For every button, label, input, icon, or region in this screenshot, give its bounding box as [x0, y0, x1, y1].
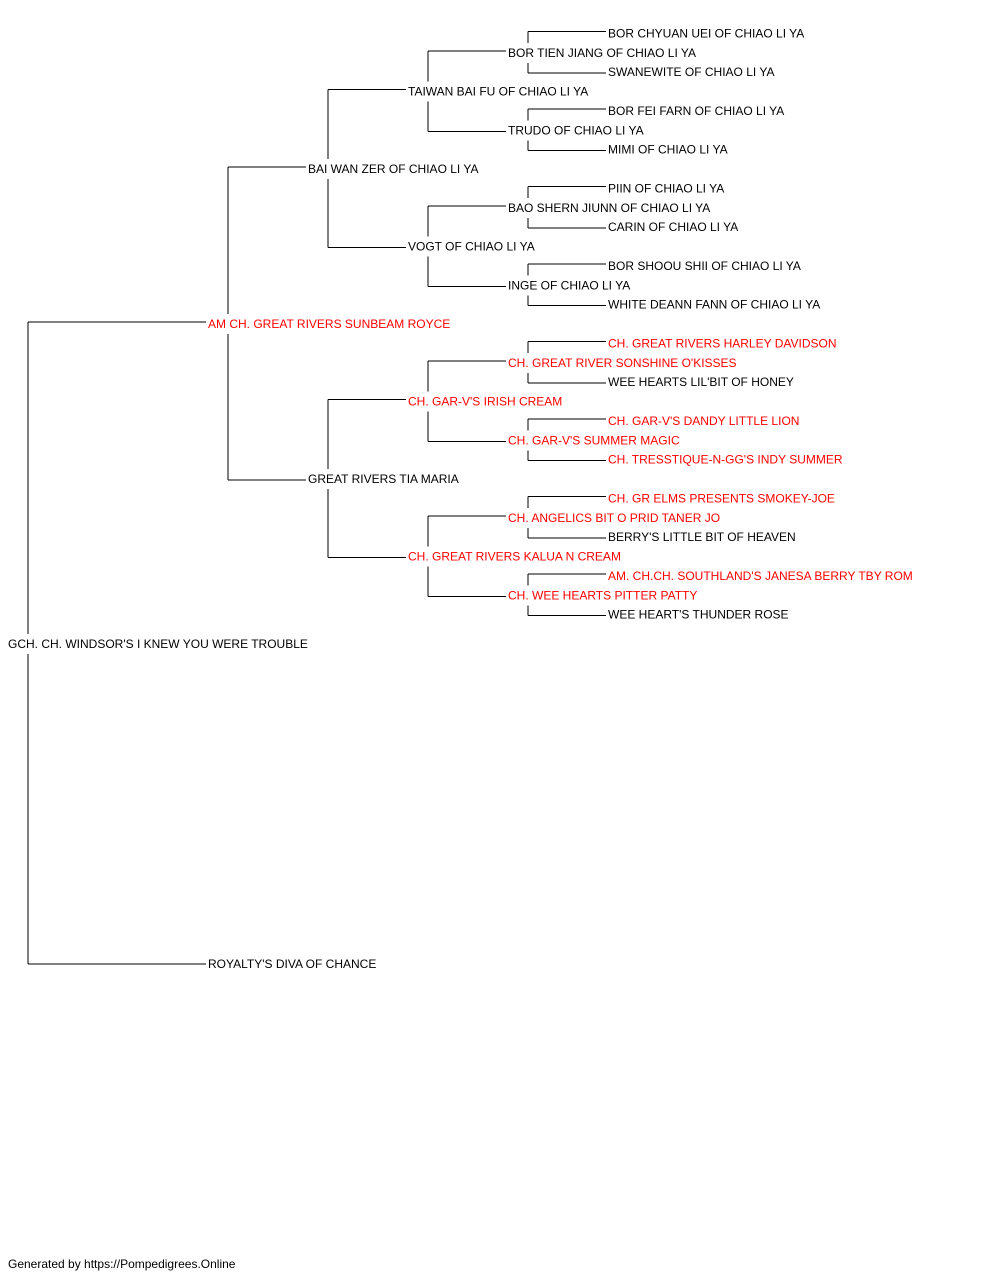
- sire-name[interactable]: CH. GR ELMS PRESENTS SMOKEY-JOE: [608, 491, 835, 505]
- sire-name[interactable]: CH. ANGELICS BIT O PRID TANER JO: [508, 511, 720, 525]
- dam-name[interactable]: GREAT RIVERS TIA MARIA: [308, 472, 459, 486]
- dam-name[interactable]: CH. GREAT RIVERS KALUA N CREAM: [408, 550, 621, 564]
- dam-name[interactable]: CH. GAR-V'S SUMMER MAGIC: [508, 433, 680, 447]
- sire-name[interactable]: CH. GREAT RIVER SONSHINE O'KISSES: [508, 356, 737, 370]
- sire-name[interactable]: CH. GAR-V'S IRISH CREAM: [408, 395, 562, 409]
- dam-name[interactable]: MIMI OF CHIAO LI YA: [608, 143, 728, 157]
- sire-name[interactable]: BAO SHERN JIUNN OF CHIAO LI YA: [508, 201, 710, 215]
- dam-name[interactable]: BERRY'S LITTLE BIT OF HEAVEN: [608, 530, 796, 544]
- sire-name[interactable]: AM CH. GREAT RIVERS SUNBEAM ROYCE: [208, 317, 450, 331]
- dam-name[interactable]: WEE HEARTS LIL'BIT OF HONEY: [608, 375, 794, 389]
- sire-name[interactable]: CH. GREAT RIVERS HARLEY DAVIDSON: [608, 336, 837, 350]
- sire-name[interactable]: TAIWAN BAI FU OF CHIAO LI YA: [408, 85, 588, 99]
- dam-name[interactable]: SWANEWITE OF CHIAO LI YA: [608, 65, 774, 79]
- subject-name[interactable]: GCH. CH. WINDSOR'S I KNEW YOU WERE TROUB…: [8, 637, 308, 651]
- sire-name[interactable]: CH. GAR-V'S DANDY LITTLE LION: [608, 414, 799, 428]
- dam-name[interactable]: WHITE DEANN FANN OF CHIAO LI YA: [608, 298, 820, 312]
- sire-name[interactable]: BOR FEI FARN OF CHIAO LI YA: [608, 104, 784, 118]
- footer-credit: Generated by https://Pompedigrees.Online: [8, 1257, 236, 1271]
- sire-name[interactable]: PIIN OF CHIAO LI YA: [608, 181, 724, 195]
- dam-name[interactable]: CH. WEE HEARTS PITTER PATTY: [508, 588, 697, 602]
- sire-name[interactable]: AM. CH.CH. SOUTHLAND'S JANESA BERRY TBY …: [608, 569, 913, 583]
- dam-name[interactable]: ROYALTY'S DIVA OF CHANCE: [208, 957, 376, 971]
- sire-name[interactable]: BOR CHYUAN UEI OF CHIAO LI YA: [608, 26, 804, 40]
- dam-name[interactable]: CH. TRESSTIQUE-N-GG'S INDY SUMMER: [608, 453, 843, 467]
- sire-name[interactable]: BAI WAN ZER OF CHIAO LI YA: [308, 162, 478, 176]
- dam-name[interactable]: TRUDO OF CHIAO LI YA: [508, 123, 644, 137]
- sire-name[interactable]: BOR TIEN JIANG OF CHIAO LI YA: [508, 46, 696, 60]
- dam-name[interactable]: VOGT OF CHIAO LI YA: [408, 240, 535, 254]
- dam-name[interactable]: INGE OF CHIAO LI YA: [508, 278, 630, 292]
- dam-name[interactable]: WEE HEART'S THUNDER ROSE: [608, 608, 789, 622]
- sire-name[interactable]: BOR SHOOU SHII OF CHIAO LI YA: [608, 259, 801, 273]
- dam-name[interactable]: CARIN OF CHIAO LI YA: [608, 220, 738, 234]
